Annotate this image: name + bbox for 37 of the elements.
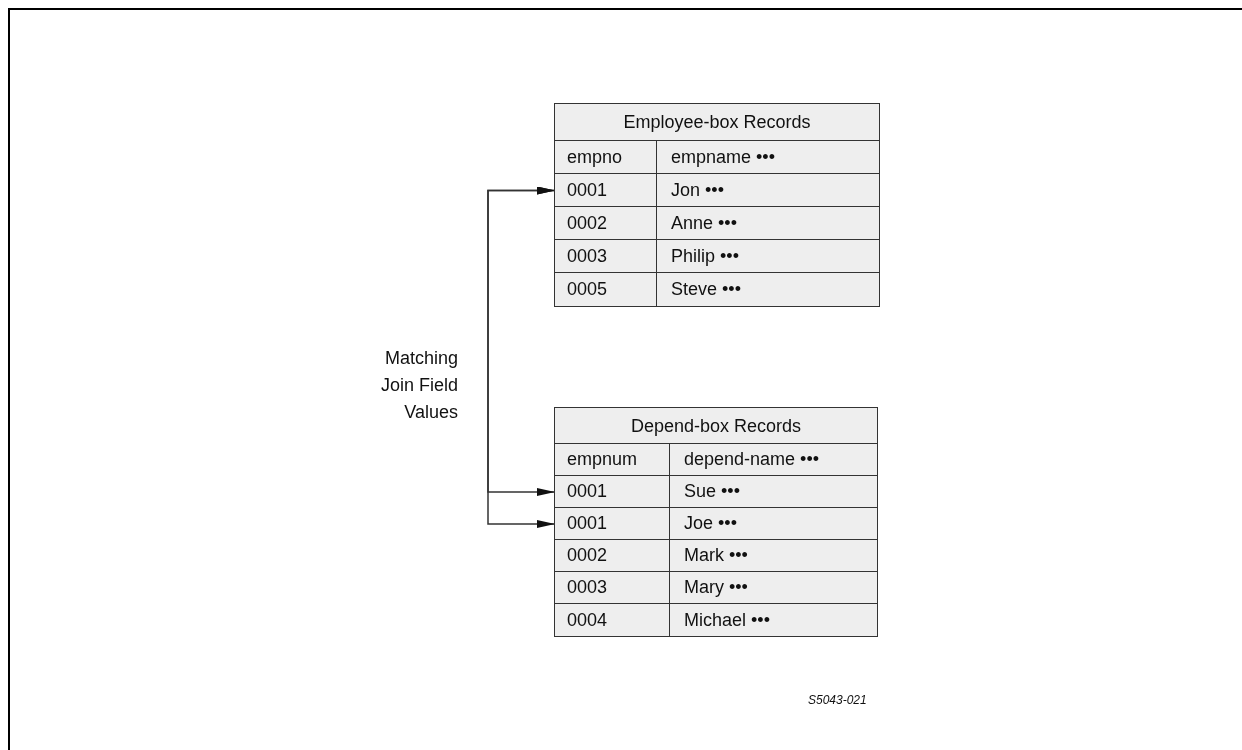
table-cell: 0005 (555, 273, 657, 306)
table-cell: 0002 (555, 207, 657, 239)
table-cell-text: Michael ••• (683, 608, 770, 632)
note-text: Matching Join Field Values (379, 347, 458, 424)
table-row (555, 572, 877, 604)
table-cell-text: Anne ••• (670, 211, 737, 235)
table-cell-text: Mary ••• (683, 576, 748, 599)
table-row (555, 476, 877, 508)
table-cell-text: empname ••• (670, 145, 775, 169)
table-cell: 0001 (555, 476, 670, 507)
table-row (555, 174, 879, 207)
records-table (554, 103, 880, 307)
table-cell-text: Philip ••• (670, 244, 739, 268)
table-cell: 0001 (555, 174, 657, 206)
records-table (554, 407, 878, 637)
table-cell: empno (555, 141, 657, 173)
table-cell: 0003 (555, 240, 657, 272)
table-cell-text: depend-name ••• (683, 448, 819, 471)
table-cell: empnum (555, 444, 670, 475)
table-cell: 0001 (555, 508, 670, 539)
figure-number: S5043-021 (808, 692, 868, 708)
table-row (555, 444, 877, 476)
table-row (555, 141, 879, 174)
table-cell: 0002 (555, 540, 670, 571)
table-row (555, 508, 877, 540)
table-row (555, 207, 879, 240)
table-cell-text: Joe ••• (683, 512, 737, 535)
table-cell: 0004 (555, 604, 670, 636)
table-cell-text: Sue ••• (683, 480, 740, 503)
table-cell: 0003 (555, 572, 670, 603)
table-row (555, 540, 877, 572)
table-cell-text: Mark ••• (683, 544, 748, 567)
table-row (555, 240, 879, 273)
table-cell-text: Steve ••• (670, 278, 741, 301)
table-title: Depend-box Records (555, 408, 877, 444)
table-cell-text: Jon ••• (670, 178, 724, 202)
table-title: Employee-box Records (555, 104, 879, 141)
